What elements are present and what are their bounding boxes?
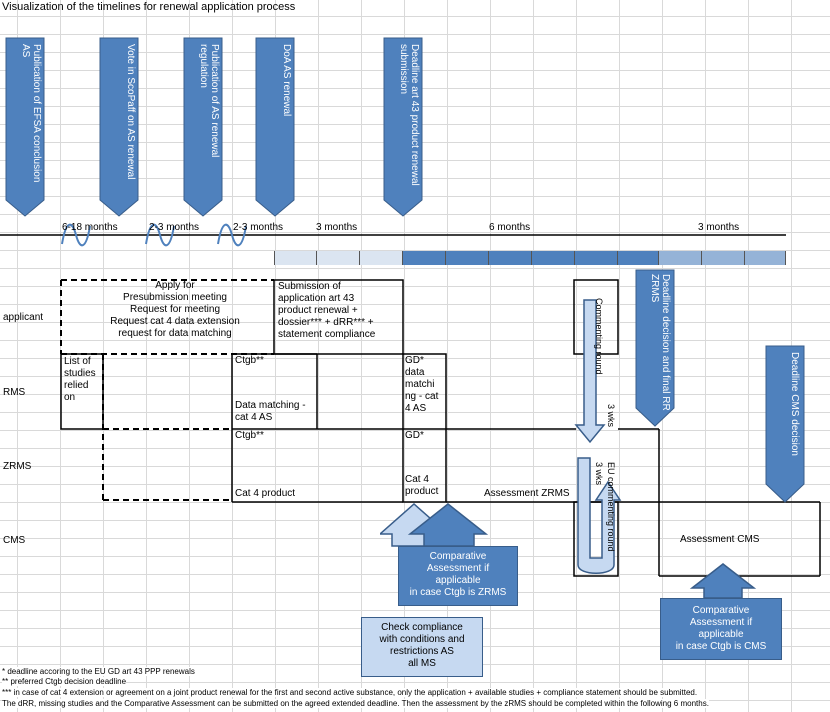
duration-label-3: 2-3 months	[233, 222, 284, 233]
duration-label-4: 3 months	[316, 222, 358, 233]
duration-label-6: 3 months	[698, 222, 740, 233]
comparative-zrms-line-4: in case Ctgb is ZRMS	[409, 587, 507, 598]
timeline-axis	[0, 223, 786, 247]
presubmission-line-2: Presubmission meeting	[123, 292, 227, 303]
milestone-arrow-3	[183, 37, 223, 217]
milestone-label-5: Deadline art 43 product renewal submissi…	[398, 44, 420, 186]
rms-data-matching: Data matching - cat 4 AS	[235, 400, 306, 424]
cms-assessment: Assessment CMS	[680, 534, 760, 545]
submission-line-2: application art 43	[278, 293, 355, 304]
presubmission-line-3: Request for meeting	[129, 304, 221, 315]
rms-list-line-4: on	[64, 392, 76, 403]
check-line-1: Check compliance	[381, 622, 463, 633]
page-title: Visualization of the timelines for renew…	[2, 1, 296, 13]
deadline-arrows	[635, 269, 805, 503]
rms-gd-line-4: 4 AS	[405, 403, 427, 414]
row-label-cms: CMS	[3, 535, 26, 546]
check-compliance-box: Check compliance with conditions and res…	[361, 617, 483, 677]
milestone-label-3: Publication of AS renewal regulation	[198, 44, 220, 158]
submission-line-1: Submission of	[278, 281, 341, 292]
month-cell-10	[659, 251, 702, 265]
comparative-cms-line-4: in case Ctgb is CMS	[675, 641, 767, 652]
duration-label-2: 2-3 months	[149, 222, 200, 233]
zrms-assessment: Assessment ZRMS	[484, 488, 570, 499]
month-cell-12	[745, 251, 786, 265]
eu-weeks-label: 3 wks	[594, 462, 604, 486]
commenting-round-arrows	[574, 299, 622, 574]
month-cell-2	[317, 251, 360, 265]
submission-line-5: statement compliance	[278, 329, 376, 340]
rms-gd-line-1: data	[405, 367, 425, 378]
comparative-zrms-line-3: applicable	[435, 575, 481, 586]
rms-list-line-1: List of	[64, 356, 91, 367]
deadline-final-label: Deadline decision and final RR ZRMS	[649, 274, 671, 411]
milestone-arrow-5	[383, 37, 423, 217]
milestone-label-4: DoA AS renewal	[281, 44, 292, 117]
month-cell-1	[274, 251, 317, 265]
comparative-zrms-line-1: Comparative	[429, 551, 487, 562]
submission-line-4: dossier*** + dRR*** +	[278, 317, 374, 328]
comparative-zrms-line-2: Assessment if	[426, 563, 490, 574]
presubmission-line-4: Request cat 4 data extension	[110, 316, 240, 327]
row-label-applicant: applicant	[3, 312, 44, 323]
milestone-arrow-2	[99, 37, 139, 217]
month-cell-3	[360, 251, 403, 265]
comparative-assessment-cms-box: Comparative Assessment if applicable in …	[660, 598, 782, 660]
rms-list-line-2: studies	[64, 368, 96, 379]
comparative-cms-line-3: applicable	[698, 629, 744, 640]
rms-data-matching-line-1: Data matching -	[235, 400, 306, 411]
footnote-2: ** preferred Ctgb decision deadline	[2, 677, 127, 686]
month-cell-5	[446, 251, 489, 265]
rms-gd-line-2: matchi	[405, 379, 435, 390]
submission-line-3: product renewal +	[278, 305, 358, 316]
rms-gd-label: GD*	[405, 355, 424, 366]
check-line-4: all MS	[408, 658, 436, 669]
comparative-assessment-zrms-box: Comparative Assessment if applicable in …	[398, 546, 518, 606]
up-arrows	[380, 502, 757, 599]
footnote-4: The dRR, missing studies and the Compara…	[2, 699, 709, 708]
commenting-weeks-label: 3 wks	[606, 404, 616, 428]
submission-text: Submission of application art 43 product…	[278, 281, 402, 341]
duration-label-5: 6 months	[489, 222, 531, 233]
commenting-round-label: Commenting round	[594, 298, 604, 375]
rms-gd-line-3: ng - cat	[405, 391, 439, 402]
row-label-zrms: ZRMS	[3, 461, 32, 472]
zrms-cat4: Cat 4 product	[235, 488, 296, 499]
footnote-3: *** in case of cat 4 extension or agreem…	[2, 688, 698, 697]
row-label-rms: RMS	[3, 387, 26, 398]
comparative-cms-line-2: Assessment if	[689, 617, 753, 628]
footnote-1: * deadline accoring to the EU GD art 43 …	[2, 667, 195, 676]
presubmission-line-1: Apply for	[155, 280, 195, 291]
rms-gd: GD* data matchi ng - cat 4 AS	[405, 355, 438, 415]
presubmission-text: Apply for Presubmission meeting Request …	[80, 280, 270, 340]
month-cell-11	[702, 251, 745, 265]
check-line-3: restrictions AS	[390, 646, 454, 657]
milestone-arrow-4	[255, 37, 295, 217]
zrms-gd-line-2: product	[405, 486, 439, 497]
milestone-label-2: Vote in ScoPaff on AS renewal	[125, 44, 136, 180]
milestone-label-1: Publication of EFSA conclusion AS	[20, 44, 42, 183]
presubmission-line-5: request for data matching	[118, 328, 232, 339]
month-cell-8	[575, 251, 618, 265]
month-cell-6	[489, 251, 532, 265]
rms-list-line-3: relied	[64, 380, 89, 391]
rms-data-matching-line-2: cat 4 AS	[235, 412, 273, 423]
zrms-gd: GD*	[405, 430, 424, 441]
rms-list-text: List of studies relied on	[64, 356, 96, 404]
milestone-arrows	[5, 37, 423, 217]
month-cell-7	[532, 251, 575, 265]
zrms-gd-cat4: Cat 4 product	[405, 474, 438, 498]
month-cell-4	[403, 251, 446, 265]
rms-ctgb: Ctgb**	[235, 355, 264, 366]
eu-commenting-label: EU commenting round	[606, 462, 616, 552]
comparative-cms-line-1: Comparative	[692, 605, 750, 616]
month-cell-9	[618, 251, 659, 265]
check-line-2: with conditions and	[379, 634, 465, 645]
zrms-gd-line-1: Cat 4	[405, 474, 429, 485]
duration-label-1: 6-18 months	[62, 222, 118, 233]
milestone-arrow-1	[5, 37, 45, 217]
deadline-cms-label: Deadline CMS decision	[789, 352, 800, 456]
zrms-ctgb: Ctgb**	[235, 430, 264, 441]
